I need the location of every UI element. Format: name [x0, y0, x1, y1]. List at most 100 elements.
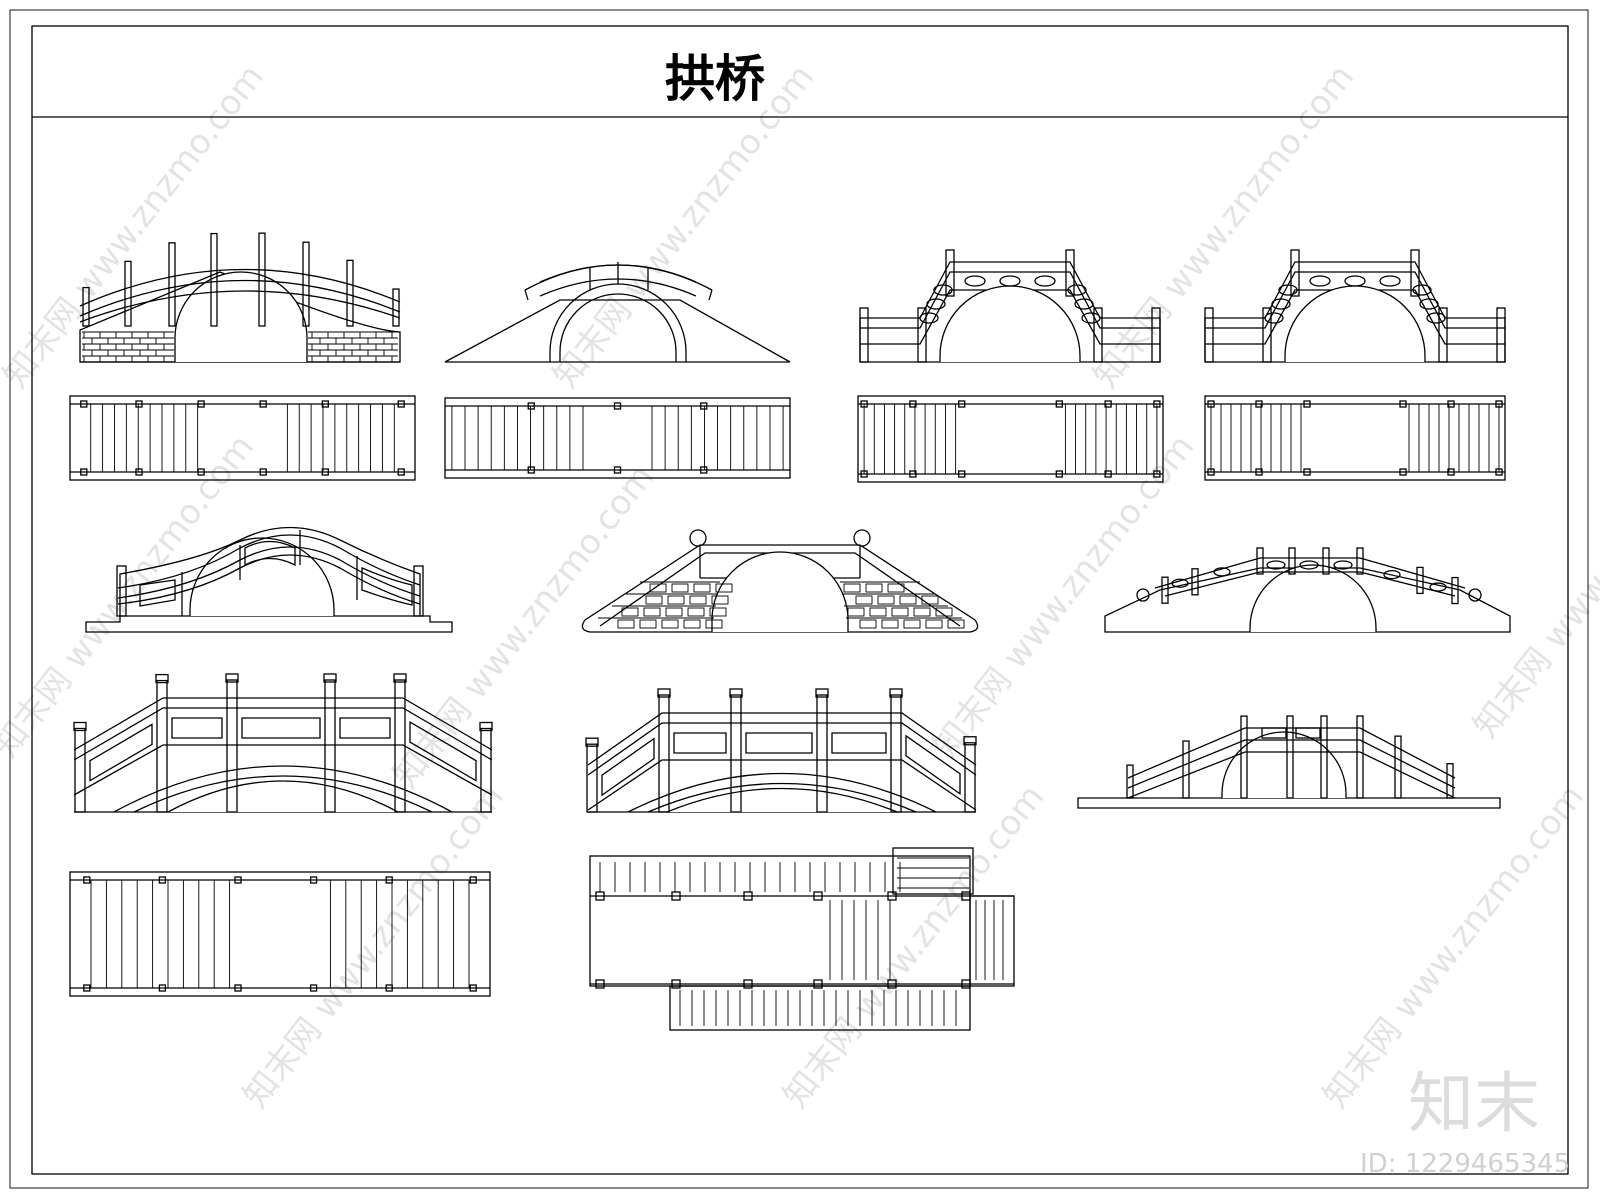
rail-panel [1295, 727, 1321, 739]
plan-post [527, 402, 535, 410]
plan-post [469, 876, 477, 884]
railing-post [1182, 740, 1190, 799]
bridge-plans-row-1 [69, 395, 1506, 483]
rail-panel [1429, 582, 1447, 592]
rail-panel [999, 275, 1021, 287]
arch-opening [167, 780, 399, 813]
railing-post [124, 260, 132, 327]
brick [881, 619, 899, 629]
railing-post [1438, 307, 1448, 363]
railing-post [1416, 566, 1424, 595]
rail-panel [933, 284, 953, 296]
brick [683, 619, 701, 629]
rail-panel [1299, 560, 1319, 570]
railing-post [1451, 576, 1459, 605]
rail-line [1205, 271, 1505, 329]
plan-post [909, 470, 917, 478]
plan-post [909, 400, 917, 408]
bridge-elevation-2 [444, 262, 791, 363]
plan-post [397, 468, 405, 476]
railing-post [82, 286, 90, 327]
watermark: 知末网 www.znzmo.com [386, 457, 662, 795]
brick [671, 583, 689, 593]
brick [643, 607, 661, 617]
rail-panel [1213, 567, 1231, 577]
brick [645, 595, 663, 605]
railing-posts [1161, 547, 1459, 605]
brick [709, 607, 727, 617]
railing-post [1320, 715, 1328, 799]
plan-post [743, 979, 753, 989]
rail-panel [919, 312, 939, 324]
brick [913, 607, 931, 617]
brick [859, 619, 877, 629]
plan-post [321, 400, 329, 408]
rail-panel [1067, 284, 1087, 296]
stair-side [969, 895, 1015, 987]
plan-post [259, 400, 267, 408]
rail-top [587, 712, 977, 766]
rail-panel [1344, 275, 1366, 287]
post-cap [963, 736, 977, 746]
post-cap [585, 737, 599, 747]
brick [865, 583, 883, 593]
plan-post [595, 979, 605, 989]
railing-post [258, 232, 266, 327]
brick-pattern [82, 331, 398, 362]
post-cap [729, 688, 743, 698]
rail-top [73, 697, 493, 751]
plan-post [1399, 468, 1407, 476]
railing-post [156, 679, 168, 813]
rail-panel [409, 720, 477, 782]
plan-post [135, 468, 143, 476]
post-cap [73, 721, 87, 732]
bridge-plan-large [69, 871, 491, 997]
rail-panel [1309, 275, 1331, 287]
arch-opening [1284, 285, 1426, 362]
plan-post [1447, 468, 1455, 476]
rail-line [860, 271, 1160, 329]
railing-post [1093, 307, 1103, 363]
arch-opening [939, 285, 1081, 362]
plan-post [887, 979, 897, 989]
plan-post [958, 470, 966, 478]
plan-post [135, 400, 143, 408]
brick [891, 607, 909, 617]
plan-post [1055, 470, 1063, 478]
railing-post [964, 742, 976, 813]
brick-pattern [598, 581, 965, 629]
railing-post [392, 288, 400, 327]
brick [687, 607, 705, 617]
stair-landing [892, 847, 974, 895]
rail-top [73, 707, 493, 761]
post-cap [657, 688, 671, 698]
bridge-elevation-8 [73, 673, 493, 813]
brick [899, 595, 917, 605]
plan-outline [69, 395, 416, 481]
plan-post [83, 984, 91, 992]
plan-post [961, 891, 971, 901]
plan-post [958, 400, 966, 408]
plan-outline [857, 395, 1164, 483]
railing-post [1410, 249, 1420, 297]
rail-panel [1171, 578, 1189, 588]
plan-post [613, 466, 622, 474]
rail-panel [601, 737, 655, 797]
plan-post [887, 891, 897, 901]
parapet-outline [1204, 261, 1506, 362]
plan-post [309, 984, 318, 992]
rail-panel [964, 275, 986, 287]
plan-post [469, 984, 477, 992]
railing-post [859, 307, 869, 363]
plan-post [234, 984, 242, 992]
plan-post [83, 876, 91, 884]
stair-front [669, 985, 971, 1031]
railing-post [945, 249, 955, 297]
plan-post [197, 400, 205, 408]
railing-post [1394, 735, 1402, 799]
railing-post [1256, 547, 1264, 575]
railing-post [1240, 715, 1248, 799]
brick [715, 583, 733, 593]
rail-panel [905, 734, 961, 796]
plan-post [234, 876, 242, 884]
